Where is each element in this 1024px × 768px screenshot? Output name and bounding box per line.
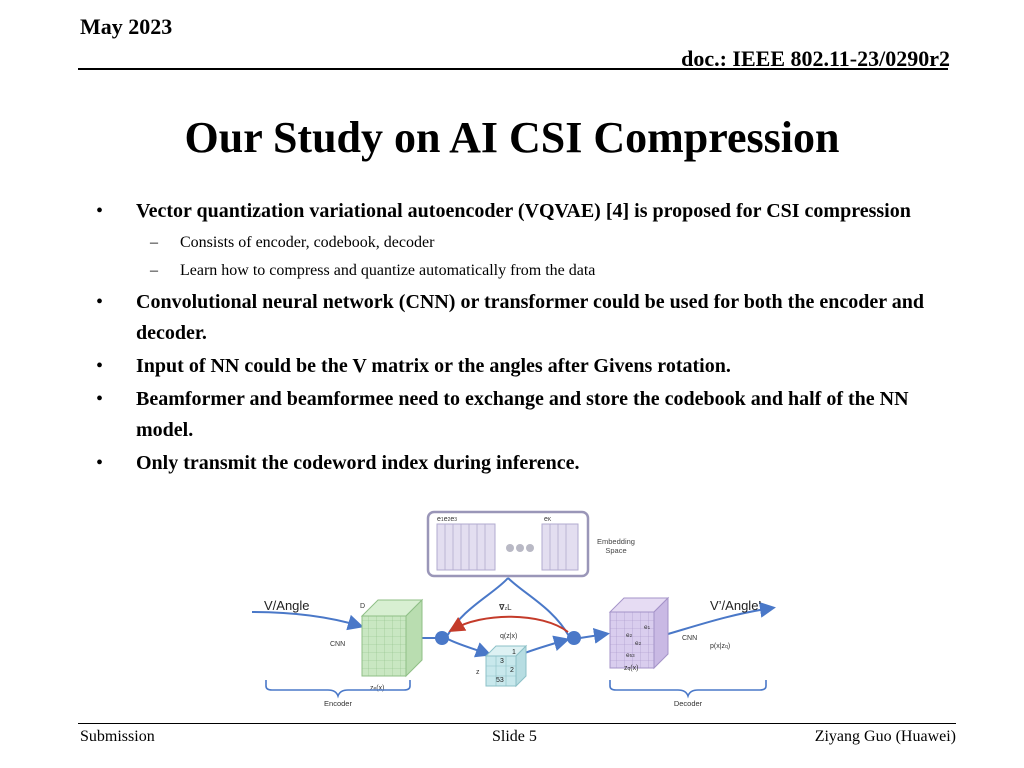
gradient-label: ∇zL: [499, 603, 512, 612]
zq-label: zq(x): [624, 665, 638, 672]
input-arrow: [251, 611, 364, 631]
from-grid-line: [521, 635, 570, 655]
bullet-item: • Only transmit the codeword index durin…: [96, 448, 956, 479]
footer-author: Ziyang Guo (Huawei): [814, 728, 956, 745]
ellipsis-dot: [526, 544, 534, 552]
output-label: V’/Angle’: [710, 598, 761, 613]
decoder-element-label: e1: [644, 624, 651, 631]
decoder-label: Decoder: [674, 699, 703, 708]
gradient-arrow: [448, 615, 569, 633]
footer-rule: [78, 723, 956, 724]
to-grid-line: [445, 637, 492, 658]
sub-bullet-item: – Consists of encoder, codebook, decoder: [96, 229, 956, 257]
likelihood-label: p(x|zq): [710, 643, 730, 650]
dimension-label: D: [360, 603, 365, 610]
bullet-marker: •: [96, 452, 104, 474]
header-rule: [78, 68, 948, 70]
encoder-cube: [360, 598, 424, 678]
decoder-brace: [609, 680, 767, 699]
encoder-cnn-label: CNN: [330, 641, 345, 648]
output-arrow: [667, 601, 776, 635]
bullet-item: • Input of NN could be the V matrix or t…: [96, 351, 956, 382]
index-grid: 1 3 2 53: [484, 644, 528, 688]
encoder-label: Encoder: [324, 699, 352, 708]
bullet-item: • Convolutional neural network (CNN) or …: [96, 287, 956, 349]
codeword-label: eK: [544, 516, 552, 523]
sub-bullet-text: Learn how to compress and quantize autom…: [180, 262, 596, 279]
sub-bullet-marker: –: [150, 234, 158, 251]
header-date: May 2023: [80, 14, 173, 39]
bullet-text: Only transmit the codeword index during …: [136, 452, 580, 474]
to-decoder-line: [579, 627, 610, 644]
bullet-text: Beamformer and beamformee need to exchan…: [136, 388, 909, 441]
decoder-cube: [608, 596, 670, 670]
footer-slide-number: Slide 5: [492, 728, 537, 745]
bullet-item: • Vector quantization variational autoen…: [96, 196, 956, 227]
footer-submission: Submission: [80, 728, 155, 745]
sub-bullet-text: Consists of encoder, codebook, decoder: [180, 234, 435, 251]
ze-label: ze(x): [370, 685, 384, 692]
ellipsis-dot: [506, 544, 514, 552]
codeword-label: e1e2e3: [437, 516, 457, 523]
z-label: z: [476, 669, 480, 676]
decoder-element-label: e2: [626, 632, 633, 639]
grid-value: 3: [500, 658, 504, 665]
sub-bullet-marker: –: [150, 262, 158, 279]
bullet-marker: •: [96, 355, 104, 377]
bullet-marker: •: [96, 388, 104, 410]
bullet-item: • Beamformer and beamformee need to exch…: [96, 384, 956, 446]
decoder-junction: [567, 631, 581, 645]
decoder-element-label: e53: [626, 652, 635, 659]
bullet-list: • Vector quantization variational autoen…: [96, 196, 956, 481]
bullet-marker: •: [96, 291, 104, 313]
header-doc-id: doc.: IEEE 802.11-23/0290r2: [681, 46, 950, 71]
qzx-label: q(z|x): [500, 633, 517, 640]
input-label: V/Angle: [264, 598, 310, 613]
ellipsis-dot: [516, 544, 524, 552]
grid-value: 53: [496, 677, 504, 684]
decoder-element-label: e2: [635, 640, 642, 647]
bullet-marker: •: [96, 200, 104, 222]
decoder-cnn-label: CNN: [682, 635, 697, 642]
bullet-text: Convolutional neural network (CNN) or tr…: [136, 291, 924, 344]
sub-bullet-item: – Learn how to compress and quantize aut…: [96, 257, 956, 285]
bullet-text: Input of NN could be the V matrix or the…: [136, 355, 731, 377]
from-embedding-line: [507, 577, 571, 639]
encoder-brace: [265, 680, 411, 699]
slide-title: Our Study on AI CSI Compression: [184, 113, 840, 162]
encoder-junction: [435, 631, 449, 645]
bullet-text: Vector quantization variational autoenco…: [136, 200, 911, 222]
grid-value: 1: [512, 649, 516, 656]
grid-value: 2: [510, 667, 514, 674]
